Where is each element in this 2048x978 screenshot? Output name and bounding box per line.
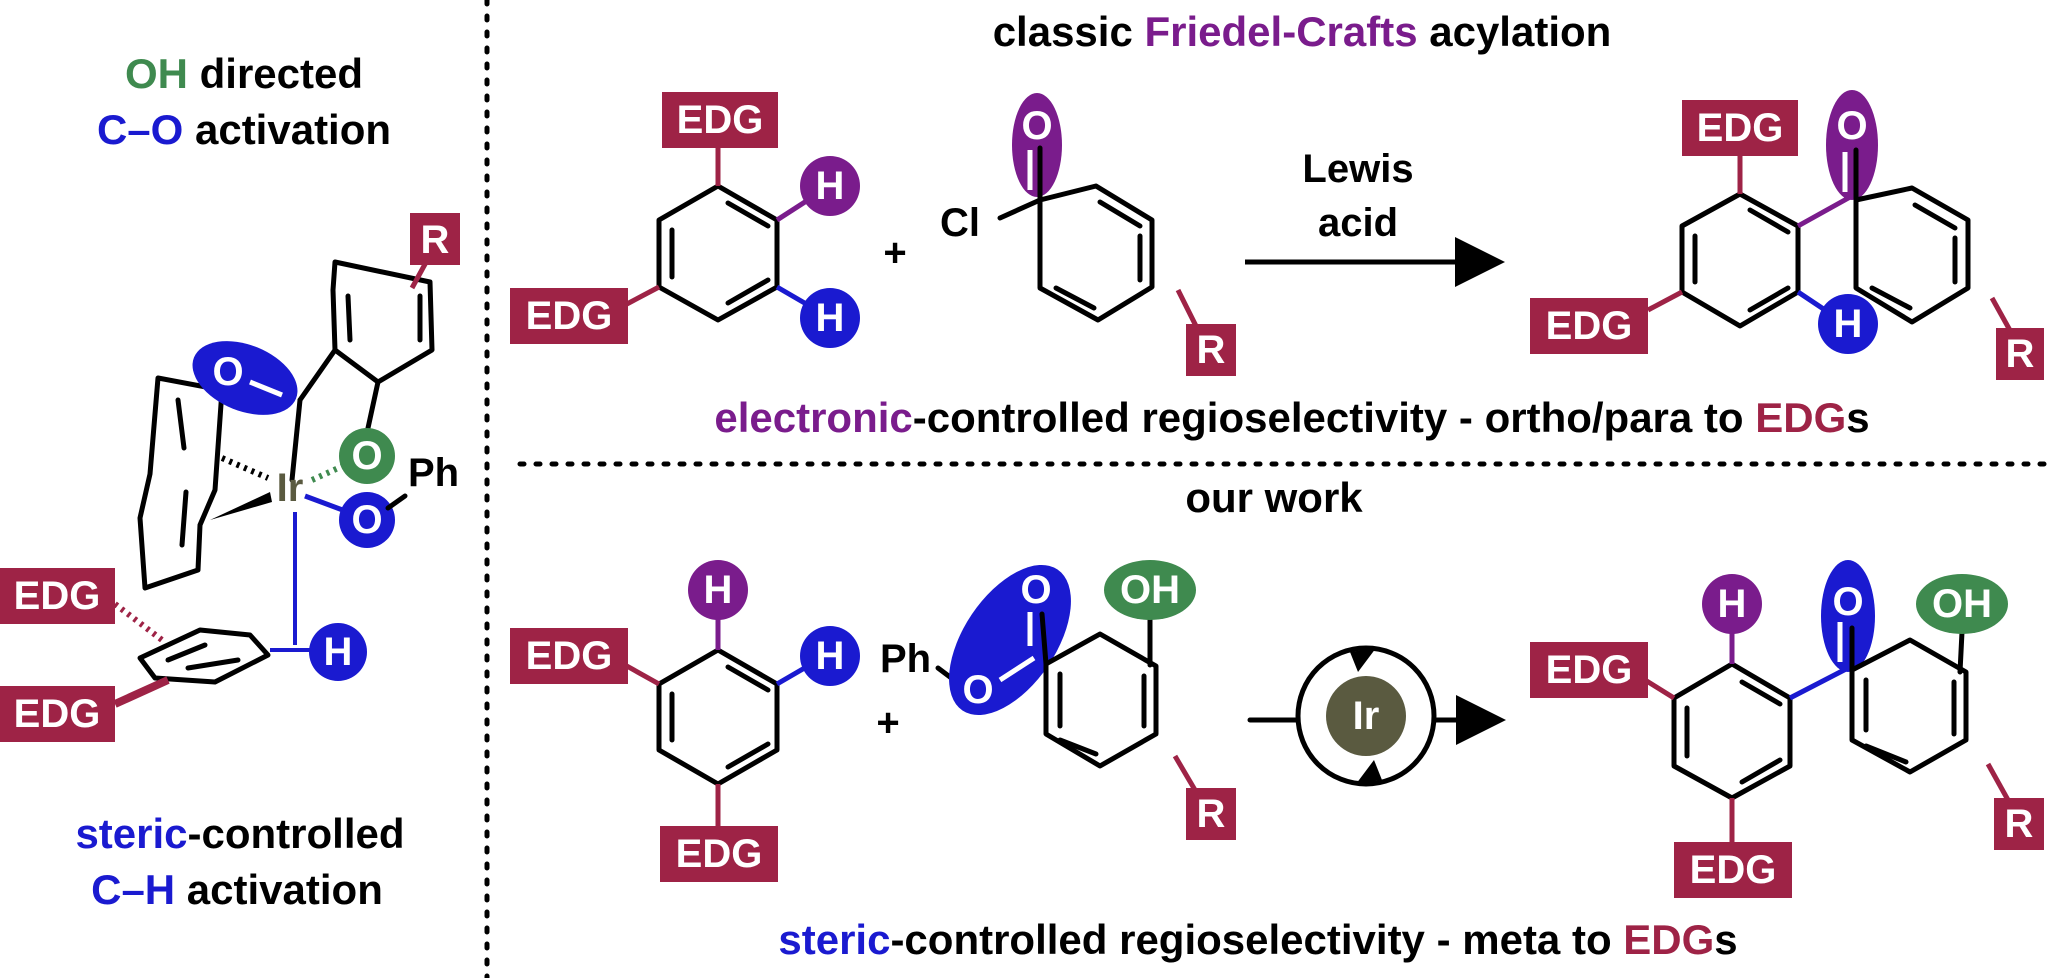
svg-text:EDG: EDG xyxy=(1546,648,1633,692)
aryl-ring-top: R xyxy=(330,213,460,385)
top-r2-o-purple xyxy=(1012,93,1062,197)
left-title-line2: C–O activation xyxy=(97,106,391,153)
svg-text:O: O xyxy=(962,668,993,712)
r-box-bottom-p xyxy=(1994,798,2044,850)
top-r1-h-blue xyxy=(800,288,860,348)
top-reactant1-ring xyxy=(656,183,780,323)
top-caption: electronic-controlled regioselectivity -… xyxy=(714,394,1869,441)
svg-text:O: O xyxy=(1020,568,1051,612)
svg-text:EDG: EDG xyxy=(677,98,764,142)
top-r1-h-purple xyxy=(800,156,860,216)
iridium-catalyst xyxy=(1326,676,1406,756)
r-substituent-box xyxy=(410,213,460,265)
edg-box-bottom-p-bottom xyxy=(1674,842,1792,898)
ch-hydrogen-blue xyxy=(309,623,367,681)
cod-ligand xyxy=(137,375,225,591)
svg-text:H: H xyxy=(1834,302,1863,346)
svg-text:R: R xyxy=(2005,802,2034,846)
svg-text:EDG: EDG xyxy=(676,832,763,876)
top-arrow-line1: Lewis xyxy=(1302,147,1413,191)
phenol-oxygen-green xyxy=(339,428,395,484)
svg-text:O: O xyxy=(351,498,382,542)
bottom-p-o-blue xyxy=(1821,560,1875,672)
svg-text:H: H xyxy=(1718,582,1747,626)
svg-text:EDG: EDG xyxy=(1697,106,1784,150)
bottom-caption: steric-controlled regioselectivity - met… xyxy=(778,916,1737,963)
svg-text:R: R xyxy=(1197,792,1226,836)
left-panel: OH directed C–O activation R O O Ir xyxy=(0,50,460,913)
svg-text:H: H xyxy=(816,296,845,340)
top-arrow-line2: acid xyxy=(1318,201,1398,245)
ester-oxygen-blue xyxy=(339,492,395,548)
left-bottom-line1: steric-controlled xyxy=(75,810,404,857)
svg-text:R: R xyxy=(2006,332,2035,376)
edg-box-top-r1-left xyxy=(510,288,628,344)
bottom-r1-h-blue xyxy=(800,626,860,686)
svg-text:OH: OH xyxy=(1120,568,1180,612)
bottom-r2-ph: Ph xyxy=(880,637,931,681)
top-r2-cl: Cl xyxy=(940,201,980,245)
edg-box-bottom-r1-left xyxy=(510,628,628,684)
top-scheme: classic Friedel-Crafts acylation EDG EDG… xyxy=(510,8,2044,441)
edg-box-bottom-r1-bottom xyxy=(660,826,778,882)
top-p-h-blue xyxy=(1818,294,1878,354)
edg-box-left-top xyxy=(0,568,115,624)
svg-text:O: O xyxy=(1021,104,1052,148)
svg-text:O: O xyxy=(351,434,382,478)
svg-text:EDG: EDG xyxy=(526,634,613,678)
bottom-reactant2-ring xyxy=(1043,631,1159,769)
top-reactant2-ring xyxy=(1037,183,1155,323)
svg-text:O: O xyxy=(212,350,243,394)
svg-text:EDG: EDG xyxy=(14,692,101,736)
arene-ring xyxy=(137,627,271,685)
left-title-line1: OH directed xyxy=(125,50,363,97)
carbonyl-oxygen-blue xyxy=(192,341,298,415)
svg-text:H: H xyxy=(704,568,733,612)
bottom-p-oh-green xyxy=(1916,574,2008,634)
svg-text:EDG: EDG xyxy=(14,574,101,618)
bottom-scheme: our work H EDG H EDG + Ph O O xyxy=(510,474,2044,963)
bottom-r2-oh-green xyxy=(1104,560,1196,620)
catalytic-cycle xyxy=(1295,645,1437,787)
r-box-top-p xyxy=(1996,328,2044,380)
top-p-o-purple xyxy=(1826,90,1878,200)
svg-text:EDG: EDG xyxy=(1690,848,1777,892)
phenyl-label: Ph xyxy=(408,451,459,495)
bottom-scheme-title: our work xyxy=(1185,474,1363,521)
bottom-product-ring-left xyxy=(1671,661,1793,801)
bottom-p-h-purple xyxy=(1702,574,1762,634)
svg-text:H: H xyxy=(816,634,845,678)
svg-text:H: H xyxy=(324,630,353,674)
svg-text:H: H xyxy=(816,164,845,208)
edg-box-top-p-left xyxy=(1530,298,1648,354)
svg-text:R: R xyxy=(421,218,450,262)
bottom-reactant1-ring xyxy=(656,647,780,787)
svg-text:EDG: EDG xyxy=(526,294,613,338)
edg-box-bottom-p-left xyxy=(1530,642,1648,698)
edg-box-left-bottom xyxy=(0,686,115,742)
bottom-r1-h-purple xyxy=(688,560,748,620)
svg-text:O: O xyxy=(1832,580,1863,624)
bottom-r2-ester-blue xyxy=(949,564,1071,716)
top-plus: + xyxy=(883,231,906,275)
r-box-top-r2 xyxy=(1186,324,1236,376)
bottom-product-ring-right xyxy=(1849,637,1969,775)
edg-box-top-p-top xyxy=(1682,100,1798,156)
r-box-bottom-r2 xyxy=(1186,788,1236,840)
bottom-plus: + xyxy=(876,701,899,745)
svg-text:R: R xyxy=(1197,328,1226,372)
top-scheme-title: classic Friedel-Crafts acylation xyxy=(993,8,1612,55)
left-bottom-line2: C–H activation xyxy=(91,866,383,913)
iridium-center: Ir xyxy=(277,466,304,510)
svg-text:EDG: EDG xyxy=(1546,304,1633,348)
edg-box-top-r1-top xyxy=(662,92,778,148)
top-product-ring-right xyxy=(1853,185,1971,325)
svg-text:Ir: Ir xyxy=(1353,694,1380,738)
svg-text:O: O xyxy=(1836,104,1867,148)
svg-text:OH: OH xyxy=(1932,582,1992,626)
top-product-ring-left xyxy=(1679,191,1801,329)
